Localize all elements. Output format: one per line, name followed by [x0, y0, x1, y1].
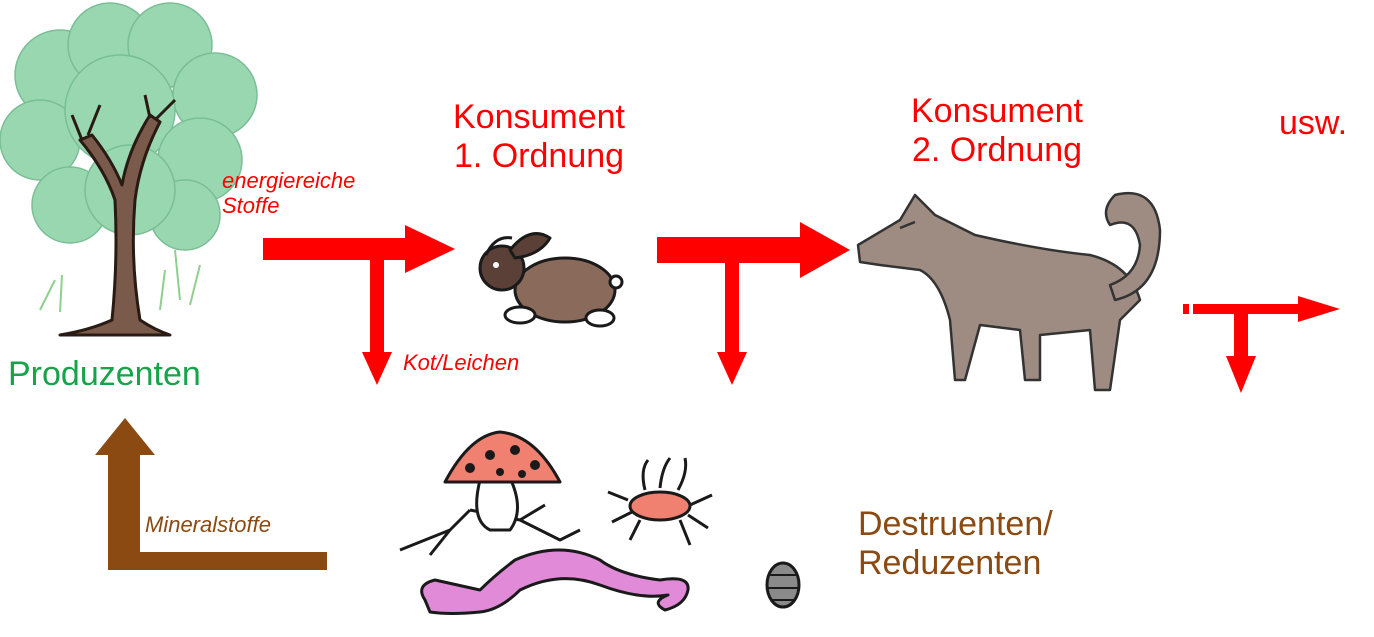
decomposers-label-line2: Reduzenten: [858, 544, 1053, 583]
consumer1-label-line2: 1. Ordnung: [414, 137, 664, 176]
decomposers-label-line1: Destruenten/: [858, 505, 1053, 544]
arrow-waste-1: [362, 255, 392, 385]
consumer2-label: Konsument 2. Ordnung: [872, 92, 1122, 170]
decomposers-label: Destruenten/ Reduzenten: [858, 505, 1053, 583]
arrow-consumer1-to-consumer2: [657, 222, 850, 278]
consumer1-label-line1: Konsument: [414, 98, 664, 137]
etc-label: usw.: [1279, 104, 1347, 143]
decomposers-illustration: [400, 432, 799, 614]
energy-label-line1: energiereiche: [222, 168, 355, 193]
arrow-minerals-to-producers: [95, 418, 327, 570]
wolf-illustration: [858, 193, 1160, 390]
consumer2-label-line1: Konsument: [872, 92, 1122, 131]
consumer2-label-line2: 2. Ordnung: [872, 131, 1122, 170]
energy-label-line2: Stoffe: [222, 193, 355, 218]
arrow-consumer2-onward: [1183, 296, 1340, 393]
producers-label: Produzenten: [8, 355, 201, 394]
arrow-producers-to-consumer1: [263, 225, 455, 273]
energy-label: energiereiche Stoffe: [222, 168, 355, 219]
rabbit-illustration: [480, 234, 622, 326]
tree-illustration: [0, 3, 257, 335]
consumer1-label: Konsument 1. Ordnung: [414, 98, 664, 176]
minerals-label: Mineralstoffe: [145, 512, 271, 537]
arrow-waste-2: [717, 255, 747, 385]
waste-label: Kot/Leichen: [403, 350, 519, 375]
